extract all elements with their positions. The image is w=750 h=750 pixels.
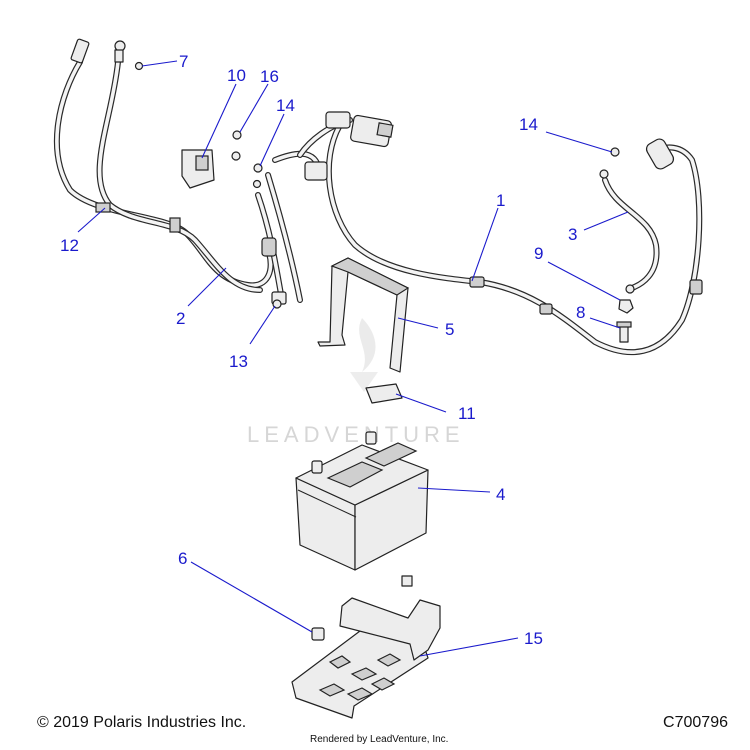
callout-labels: 1 2 3 4 5 6 7 8 9 10 11 12 13 14 14 15 1…: [60, 52, 585, 648]
nut-7: [134, 61, 144, 71]
bolt-8: [616, 321, 632, 343]
ground-cable: [599, 169, 660, 294]
battery: [295, 431, 429, 571]
fastener-16: [231, 130, 242, 161]
callout-8: 8: [576, 303, 585, 322]
battery-pad: [365, 383, 403, 404]
callout-3: 3: [568, 225, 577, 244]
callout-6: 6: [178, 549, 187, 568]
nut-6: [311, 627, 325, 641]
callout-14-left: 14: [276, 96, 295, 115]
callout-7: 7: [179, 52, 188, 71]
callout-9: 9: [534, 244, 543, 263]
callout-1: 1: [496, 191, 505, 210]
callout-5: 5: [445, 320, 454, 339]
callout-2: 2: [176, 309, 185, 328]
battery-hold-down-bracket: [317, 257, 410, 373]
main-battery-cable: [297, 111, 703, 356]
callout-15: 15: [524, 629, 543, 648]
nut-9: [618, 299, 634, 314]
callout-12: 12: [60, 236, 79, 255]
wire-harness-left: [54, 38, 323, 305]
diagram-code: C700796: [663, 714, 728, 731]
callout-14-right: 14: [519, 115, 538, 134]
leader-lines: [77, 60, 629, 657]
leadventure-watermark-logo: [350, 318, 378, 392]
copyright-text: © 2019 Polaris Industries Inc.: [37, 714, 247, 731]
callout-16: 16: [260, 67, 279, 86]
rendered-by-text: Rendered by LeadVenture, Inc.: [310, 734, 449, 745]
nut-14-left: [252, 163, 263, 189]
callout-4: 4: [496, 485, 505, 504]
battery-tray: [291, 597, 441, 719]
bracket-10: [181, 149, 215, 189]
callout-11: 11: [458, 404, 476, 423]
nut-14-right: [610, 147, 620, 157]
bolt-tray: [401, 575, 413, 587]
callout-13: 13: [229, 352, 248, 371]
callout-10: 10: [227, 66, 246, 85]
watermark-text: LEADVENTURE: [247, 422, 465, 447]
